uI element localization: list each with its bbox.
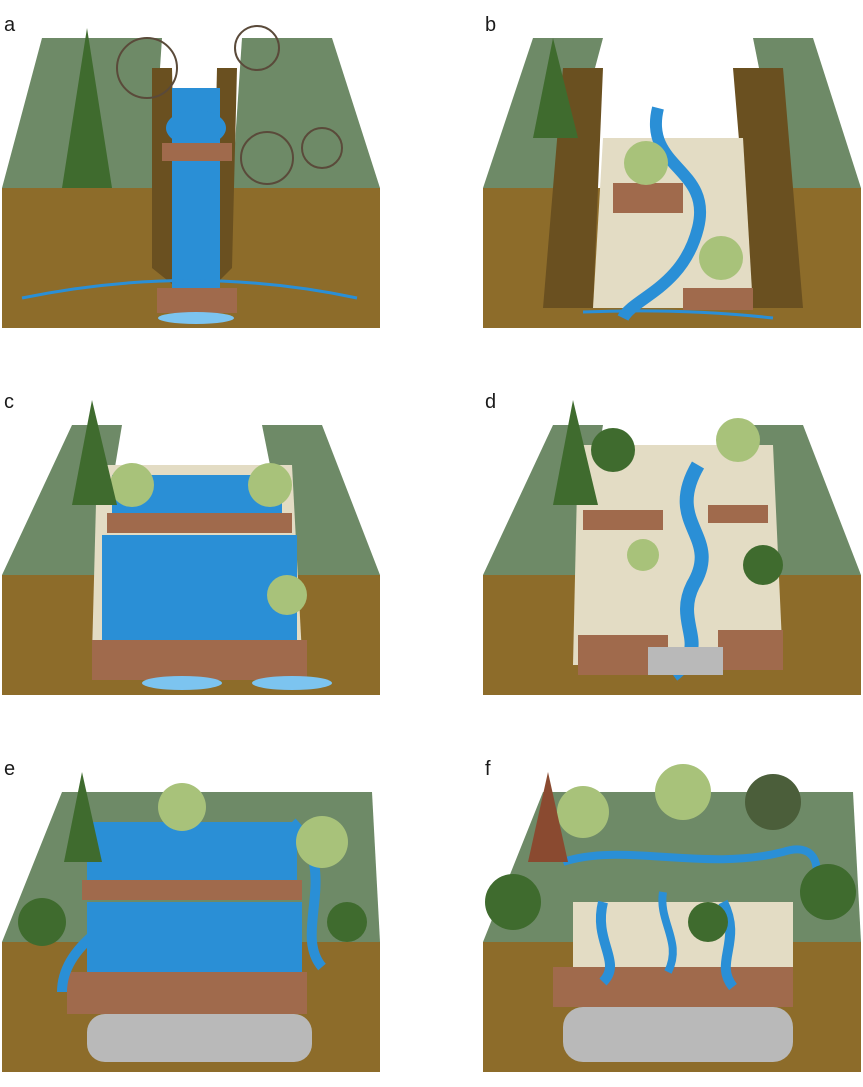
lower-pond — [87, 902, 302, 972]
panel-f-illustration — [483, 752, 863, 1072]
broadleaf-tree — [716, 418, 760, 462]
panel-c: c — [2, 385, 382, 705]
lower-dam — [92, 640, 307, 680]
gravel-bed — [87, 1014, 312, 1062]
panel-e: e — [2, 752, 382, 1072]
outflow-pool — [158, 312, 234, 324]
outflow-pool — [142, 676, 222, 690]
panel-b-illustration — [483, 8, 863, 328]
upper-dam — [162, 143, 232, 161]
panel-label: d — [485, 391, 496, 414]
willow — [655, 764, 711, 820]
panel-a-illustration — [2, 8, 382, 328]
panel-d: d — [483, 385, 863, 705]
broadleaf-tree — [743, 545, 783, 585]
willow — [624, 141, 668, 185]
willow — [267, 575, 307, 615]
willow — [110, 463, 154, 507]
panel-e-illustration — [2, 752, 382, 1072]
upper-dam — [82, 880, 302, 900]
broadleaf-tree — [800, 864, 856, 920]
panel-a: a — [2, 8, 382, 328]
old-dam — [718, 630, 783, 670]
panel-b: b — [483, 8, 863, 328]
broadleaf-tree — [485, 874, 541, 930]
broadleaf-tree — [18, 898, 66, 946]
upper-dam — [107, 513, 292, 533]
old-dam — [583, 510, 663, 530]
panel-c-illustration — [2, 385, 382, 705]
upper-pond — [87, 822, 297, 882]
lower-pond — [102, 535, 297, 640]
broadleaf-tree — [327, 902, 367, 942]
broadleaf-tree — [745, 774, 801, 830]
panel-d-illustration — [483, 385, 863, 705]
panel-label: a — [4, 14, 15, 37]
willow — [158, 783, 206, 831]
gravel-bed — [563, 1007, 793, 1062]
upper-pond — [166, 110, 226, 146]
willow — [248, 463, 292, 507]
gravel-bed — [648, 647, 723, 675]
panel-label: c — [4, 391, 14, 414]
panel-f: f — [483, 752, 863, 1072]
abandoned-dam — [683, 288, 753, 310]
old-dam — [708, 505, 768, 523]
willow — [699, 236, 743, 280]
right-plateau — [232, 38, 380, 188]
outflow-pool — [252, 676, 332, 690]
panel-label: b — [485, 14, 496, 37]
willow — [627, 539, 659, 571]
lower-dam — [157, 288, 237, 313]
broadleaf-tree — [688, 902, 728, 942]
abandoned-dam — [613, 183, 683, 213]
lower-dam — [67, 972, 307, 1014]
buried-dam — [553, 967, 793, 1007]
broadleaf-tree — [296, 816, 348, 868]
panel-label: e — [4, 758, 15, 781]
panel-label: f — [485, 758, 491, 781]
broadleaf-tree — [557, 786, 609, 838]
broadleaf-tree — [591, 428, 635, 472]
